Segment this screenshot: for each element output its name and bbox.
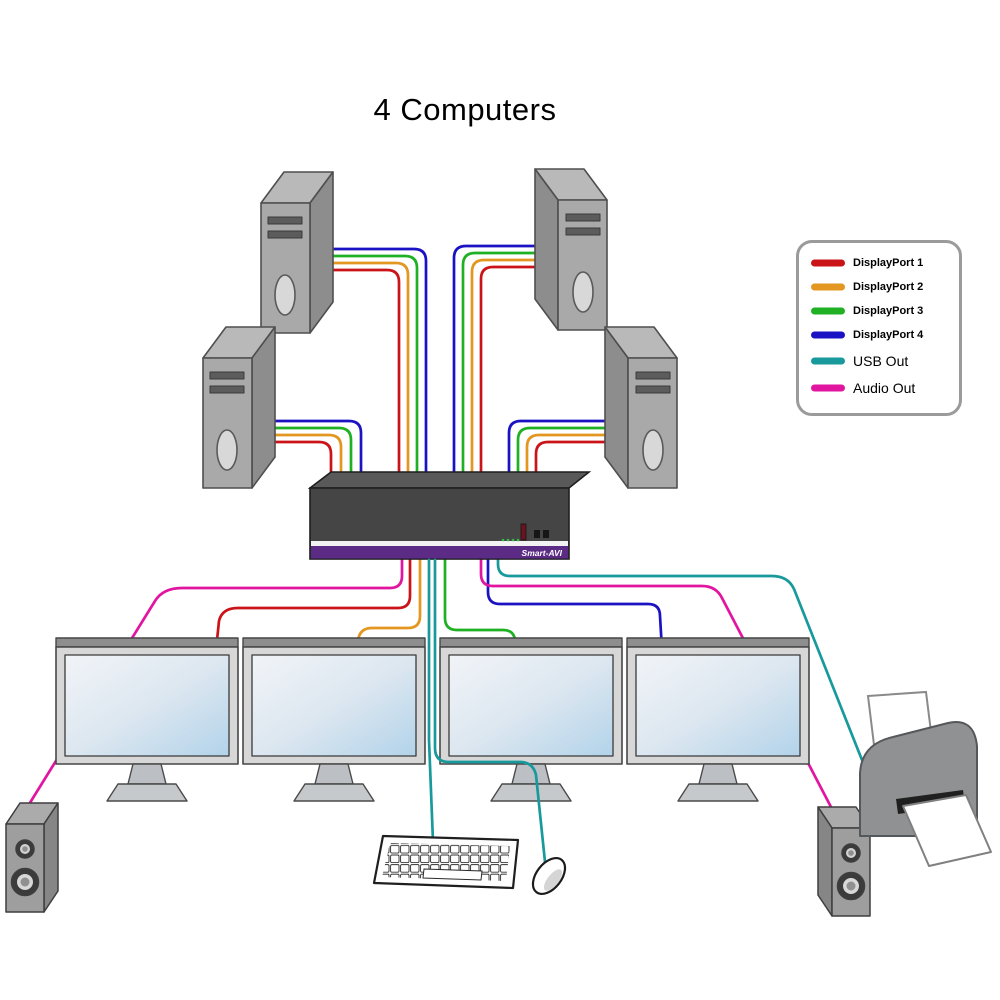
legend-label: DisplayPort 3	[853, 305, 924, 317]
legend-item-audio-out: Audio Out	[811, 379, 959, 396]
legend-item-displayport1: DisplayPort 1	[811, 256, 959, 270]
dp4-cable-computer3	[273, 419, 363, 484]
computer-tower-3	[202, 326, 276, 489]
purple-brand-stripe	[311, 546, 568, 559]
printer	[859, 690, 992, 867]
speaker-left	[5, 802, 59, 913]
audio-cables	[26, 554, 833, 809]
status-leds	[501, 538, 520, 542]
displayport4-cables	[273, 244, 664, 652]
monitor-1	[55, 637, 239, 802]
dp3-cable-computer3	[273, 426, 353, 484]
legend-label: USB Out	[853, 352, 909, 369]
usb-cable-keyboard	[427, 558, 435, 844]
legend-swatch	[811, 307, 845, 315]
legend-color-line	[811, 307, 845, 315]
printer-paper-output	[902, 794, 992, 867]
legend-swatch	[811, 283, 845, 291]
legend-swatch	[811, 384, 845, 391]
legend-swatch	[811, 259, 845, 267]
dp1-cable-monitor1	[214, 554, 412, 652]
spacebar-key	[422, 868, 483, 881]
computer-tower-1	[260, 171, 334, 334]
dp3-cable-computer2	[461, 251, 537, 484]
mouse-body	[531, 857, 567, 895]
dp4-cable-computer4	[507, 419, 607, 484]
displayport2-cables	[273, 258, 607, 652]
legend-item-displayport2: DisplayPort 2	[811, 280, 959, 294]
mouse-shading	[543, 869, 563, 891]
usb-device-cables	[427, 558, 547, 864]
diagram-title: 4 Computers	[373, 92, 557, 127]
legend-label: DisplayPort 4	[853, 329, 924, 341]
dp1-cable-computer1	[331, 268, 401, 484]
usb-printer-cable	[496, 554, 864, 762]
displayport1-cables	[214, 265, 607, 652]
kvm-switch: Smart-AVI	[307, 471, 592, 560]
displayport3-cables	[273, 251, 607, 652]
audio-cable-left-speaker	[26, 554, 404, 808]
dp2-cable-computer4	[525, 433, 607, 484]
computer-tower-4	[604, 326, 678, 489]
brand-text: Smart-AVI	[522, 548, 563, 558]
kvm-top-face	[307, 471, 592, 489]
legend-color-line	[811, 357, 845, 364]
select-button-2	[543, 530, 549, 538]
dp2-cable-computer1	[331, 261, 410, 484]
legend-color-line	[811, 259, 845, 267]
white-accent-stripe	[311, 541, 568, 546]
dp2-cable-computer2	[470, 258, 537, 484]
legend-item-displayport3: DisplayPort 3	[811, 304, 959, 318]
legend-label: DisplayPort 2	[853, 281, 924, 293]
legend-label: DisplayPort 1	[853, 257, 924, 269]
legend-box: DisplayPort 1 DisplayPort 2 DisplayPort …	[796, 240, 962, 416]
dp2-cable-monitor2	[355, 554, 422, 652]
select-button-1	[534, 530, 540, 538]
dp4-cable-monitor4	[486, 554, 664, 652]
dp1-cable-computer3	[273, 440, 333, 484]
dp3-cable-computer4	[516, 426, 607, 484]
dp4-cable-computer1	[331, 247, 428, 484]
legend-color-line	[811, 331, 845, 339]
legend-swatch	[811, 331, 845, 339]
legend-item-displayport4: DisplayPort 4	[811, 328, 959, 342]
computer-tower-2	[534, 168, 608, 331]
monitor-2	[242, 637, 426, 802]
audio-cable-right-speaker	[479, 554, 833, 809]
dp1-cable-computer4	[534, 440, 607, 484]
dp4-cable-computer2	[452, 244, 537, 484]
usb-cable-printer	[496, 554, 864, 762]
monitor-4	[626, 637, 810, 802]
mouse	[531, 857, 567, 895]
legend-color-line	[811, 384, 845, 391]
legend-item-usb-out: USB Out	[811, 352, 959, 369]
dp2-cable-computer3	[273, 433, 343, 484]
legend-color-line	[811, 283, 845, 291]
dp3-cable-monitor3	[443, 554, 517, 652]
power-led	[520, 523, 527, 541]
legend-swatch	[811, 357, 845, 364]
usb-cable-mouse	[433, 558, 547, 864]
monitor-3	[439, 637, 623, 802]
dp3-cable-computer1	[331, 254, 419, 484]
keyboard	[372, 834, 520, 890]
legend-label: Audio Out	[853, 379, 916, 396]
dp1-cable-computer2	[479, 265, 537, 484]
